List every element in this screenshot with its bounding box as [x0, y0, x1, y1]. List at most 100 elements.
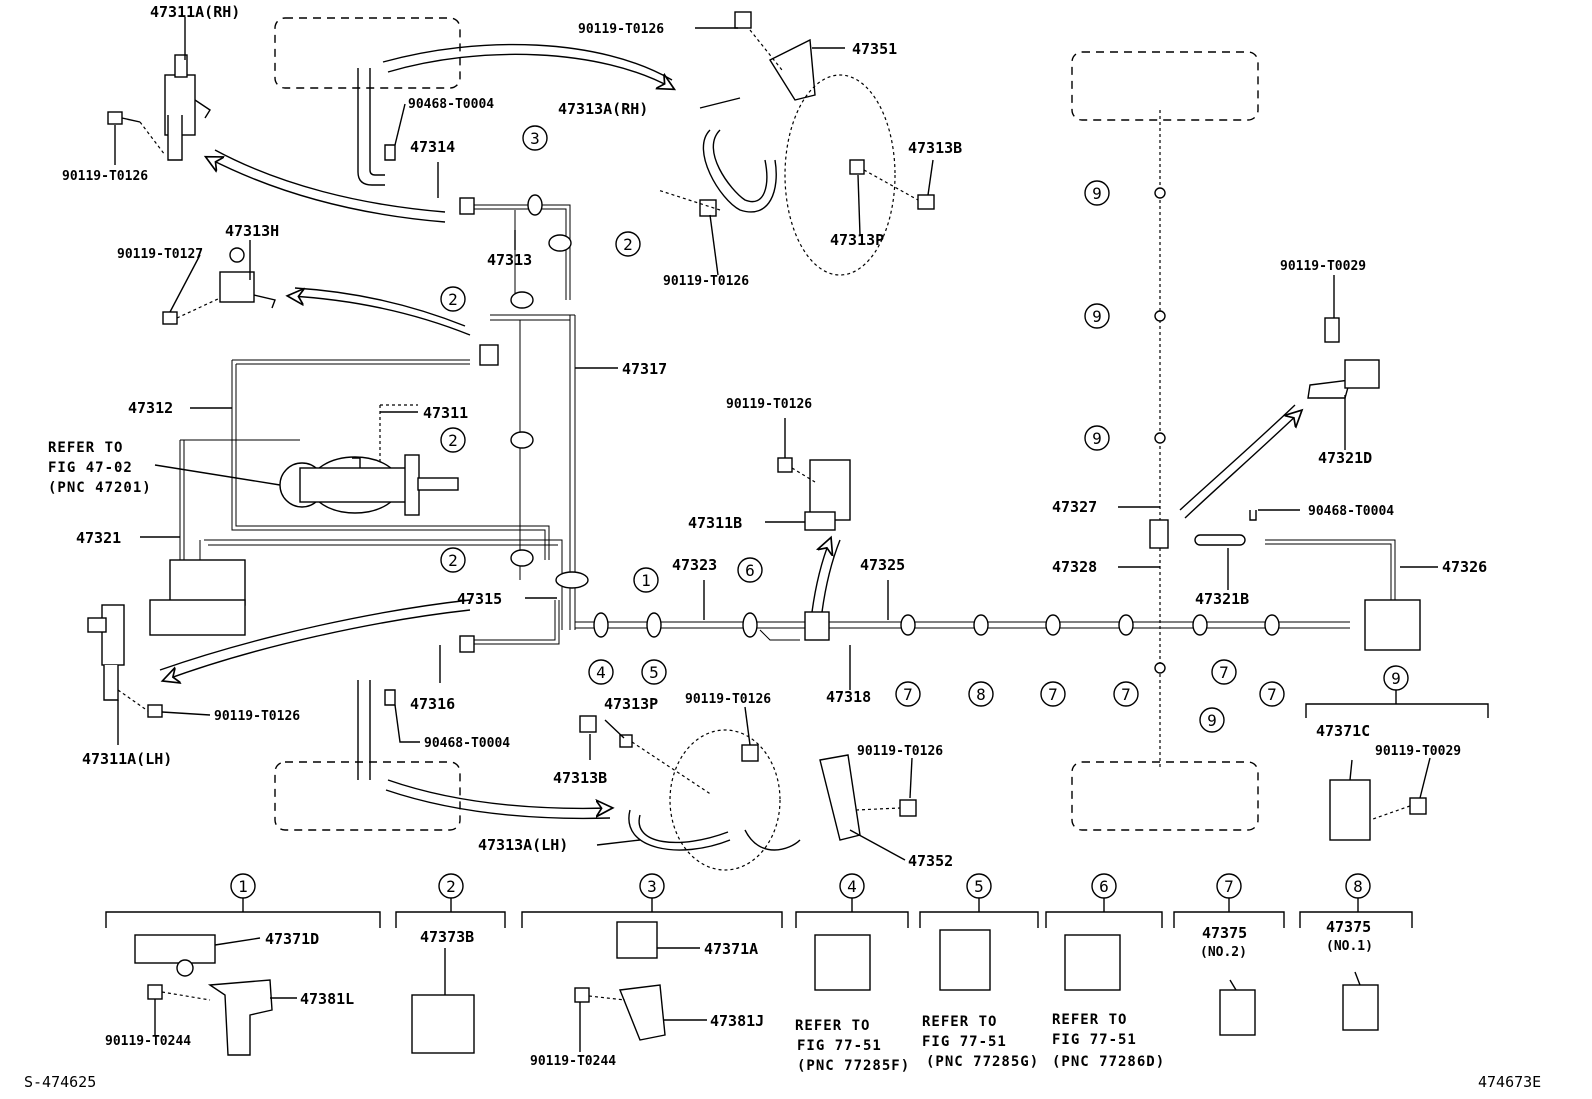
figure-code-right: 474673E	[1478, 1073, 1541, 1091]
label-l17: 90119-T0126	[214, 709, 300, 724]
label-l21: 47351	[852, 40, 897, 58]
label-l14: 47321	[76, 529, 121, 547]
label-l20: 90119-T0126	[578, 22, 664, 37]
label-l33: 47313B	[553, 769, 607, 787]
callout-k2: 2	[446, 877, 456, 896]
callout-c3: 2	[448, 290, 458, 309]
callout-c20: 9	[1391, 669, 1401, 688]
rear-area-box-bottom	[1071, 761, 1259, 831]
legend-parts	[134, 921, 1379, 1056]
flex-hoses	[357, 68, 801, 851]
callout-c18: 9	[1092, 429, 1102, 448]
label-l47: 47381L	[300, 990, 354, 1008]
label-l57: FIG 77-51	[922, 1034, 1007, 1050]
figure-code-left: S-474625	[24, 1073, 96, 1091]
label-l44: 47371C	[1316, 722, 1370, 740]
callout-k4: 4	[847, 877, 857, 896]
label-l31: 47313P	[604, 695, 658, 713]
callout-c14: 7	[1219, 663, 1229, 682]
rear-area-box-top	[1071, 51, 1259, 121]
label-l62: 47375	[1202, 924, 1247, 942]
wheel-area-box-rh	[274, 17, 461, 89]
label-l46: 47371D	[265, 930, 319, 948]
label-l28: 47323	[672, 556, 717, 574]
label-l23: 47313B	[908, 139, 962, 157]
label-l54: FIG 77-51	[797, 1038, 882, 1054]
label-l5: 47313H	[225, 222, 279, 240]
label-l10: 47317	[622, 360, 667, 378]
label-l64: 47375	[1326, 918, 1371, 936]
callout-c16: 9	[1092, 184, 1102, 203]
callout-c4: 2	[448, 431, 458, 450]
clip-markers	[510, 187, 1280, 674]
label-l45: 90119-T0029	[1375, 744, 1461, 759]
label-l59: REFER TO	[1052, 1012, 1127, 1028]
label-l25: 90119-T0126	[663, 274, 749, 289]
callouts: 3 2 2 2 2 1 4 5 6 7 8 7 7 7 7 9 9 9 9 9 …	[230, 125, 1409, 899]
label-l11: REFER TO	[48, 440, 123, 456]
label-l2: 90119-T0126	[62, 169, 148, 184]
label-l56: REFER TO	[922, 1014, 997, 1030]
label-l61: (PNC 77286D)	[1052, 1054, 1165, 1070]
parts	[87, 11, 1427, 871]
label-l49: 47373B	[420, 928, 474, 946]
label-l48: 90119-T0244	[105, 1034, 191, 1049]
label-l63: (NO.2)	[1200, 945, 1247, 960]
label-l24: 47313P	[830, 231, 884, 249]
label-l9: 47311	[423, 404, 468, 422]
callout-c15: 7	[1267, 685, 1277, 704]
callout-k5: 5	[974, 877, 984, 896]
part-labels: 47311A(RH) 90119-T0126 90468-T0004 47314…	[48, 3, 1487, 1074]
label-l19: 90468-T0004	[424, 736, 510, 751]
label-l52: 90119-T0244	[530, 1054, 616, 1069]
label-l36: 47352	[908, 852, 953, 870]
label-l1: 47311A(RH)	[150, 3, 240, 21]
wheel-area-box-lh	[274, 761, 461, 831]
label-l8: 47312	[128, 399, 173, 417]
label-l3: 90468-T0004	[408, 97, 494, 112]
callout-c8: 5	[649, 663, 659, 682]
callout-c5: 2	[448, 551, 458, 570]
label-l12: FIG 47-02	[48, 460, 133, 476]
label-l16: 47316	[410, 695, 455, 713]
label-l40: 90468-T0004	[1308, 504, 1394, 519]
label-l58: (PNC 77285G)	[926, 1054, 1039, 1070]
label-l26: 90119-T0126	[726, 397, 812, 412]
label-l18: 47311A(LH)	[82, 750, 172, 768]
callout-c19: 9	[1207, 711, 1217, 730]
callout-k1: 1	[238, 877, 248, 896]
label-l32: 90119-T0126	[685, 692, 771, 707]
label-l55: (PNC 77285F)	[797, 1058, 910, 1074]
label-l38: 47321D	[1318, 449, 1372, 467]
callout-k7: 7	[1224, 877, 1234, 896]
brake-pipes	[179, 110, 1396, 770]
label-l39: 47327	[1052, 498, 1097, 516]
flow-arrows	[159, 43, 1300, 820]
label-l42: 47326	[1442, 558, 1487, 576]
label-l53: REFER TO	[795, 1018, 870, 1034]
callout-c17: 9	[1092, 307, 1102, 326]
callout-c13: 7	[1121, 685, 1131, 704]
label-l65: (NO.1)	[1326, 939, 1373, 954]
callout-c12: 7	[1048, 685, 1058, 704]
label-l22: 47313A(RH)	[558, 100, 648, 118]
label-l43: 47321B	[1195, 590, 1249, 608]
callout-c9: 6	[745, 561, 755, 580]
callout-k3: 3	[647, 877, 657, 896]
callout-c1: 3	[530, 129, 540, 148]
label-l41: 47328	[1052, 558, 1097, 576]
label-l35: 47313A(LH)	[478, 836, 568, 854]
label-l7: 47313	[487, 251, 532, 269]
legend-brackets	[105, 690, 1489, 928]
leader-lines	[114, 17, 1438, 1052]
callout-k6: 6	[1099, 877, 1109, 896]
label-l15: 47315	[457, 590, 502, 608]
label-l60: FIG 77-51	[1052, 1032, 1137, 1048]
callout-k8: 8	[1353, 877, 1363, 896]
label-l4: 47314	[410, 138, 455, 156]
label-l37: 90119-T0029	[1280, 259, 1366, 274]
label-l6: 90119-T0127	[117, 247, 203, 262]
label-l34: 90119-T0126	[857, 744, 943, 759]
callout-c7: 4	[596, 663, 606, 682]
